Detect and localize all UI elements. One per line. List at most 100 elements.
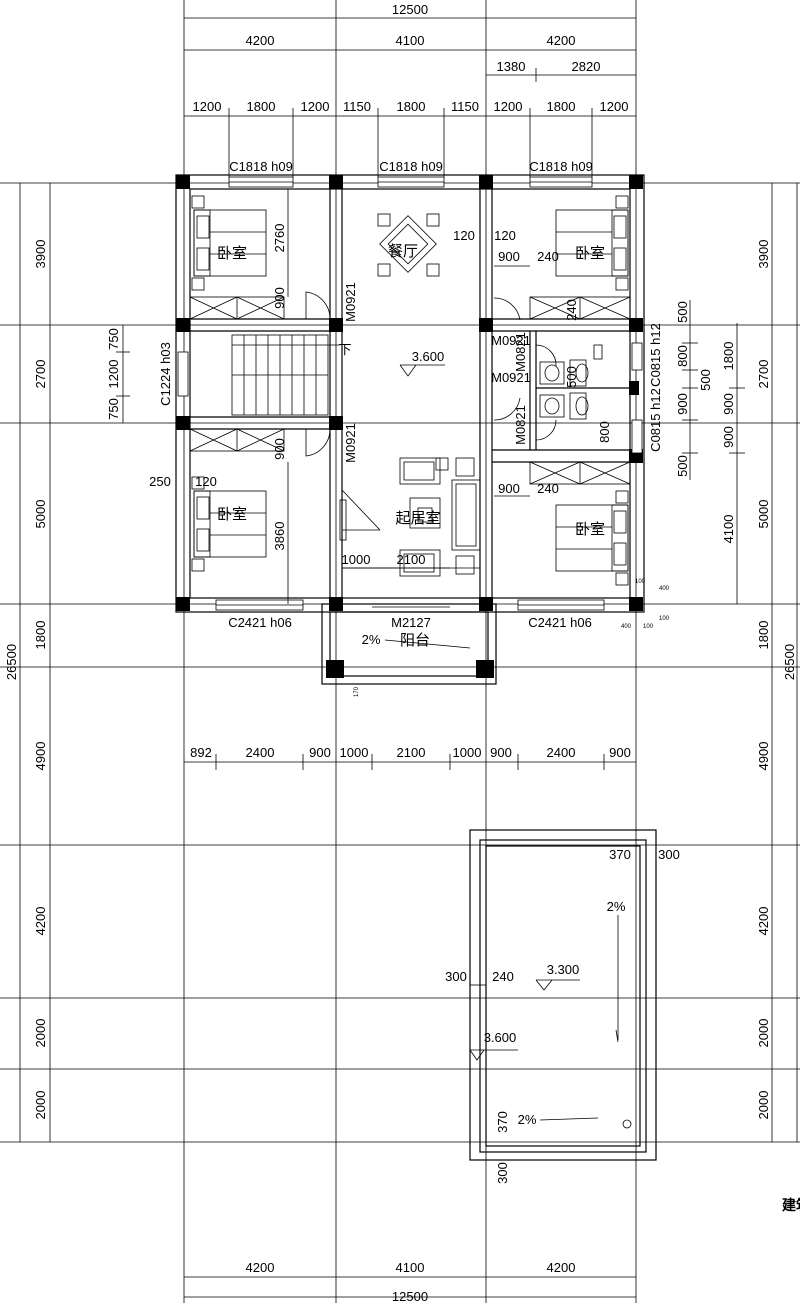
window-label: C0815 h12: [648, 388, 663, 452]
interior-dim-lines: [287, 189, 530, 604]
right-row-dim: 3900: [756, 240, 771, 269]
bottom-row-dim: 900: [609, 745, 631, 760]
room-label-living: 起居室: [395, 509, 440, 527]
slope-arrow: [384, 639, 471, 649]
right-inner-dim: 500: [698, 369, 713, 391]
sofa-icon: [339, 457, 481, 577]
interior-dim: 1000: [342, 552, 371, 567]
window-label: C2421 h06: [528, 615, 592, 630]
slope-label: 2%: [362, 632, 381, 647]
interior-dim: 900: [498, 249, 520, 264]
left-row-dim: 4900: [33, 742, 48, 771]
door-label: M2127: [391, 615, 431, 630]
bottom-row-dim: 2400: [246, 745, 275, 760]
dining-table-icon: [377, 213, 440, 277]
right-row-dim: 2000: [756, 1091, 771, 1120]
bed-icon: [191, 476, 267, 572]
top-dimensions: [184, 17, 636, 178]
door-swings: [305, 291, 557, 608]
level-label: 3.600: [484, 1030, 517, 1045]
bottom-row-dim: 900: [309, 745, 331, 760]
right-inner-dim: 800: [675, 345, 690, 367]
window-label: C2421 h06: [228, 615, 292, 630]
right-row-dim: 1800: [756, 621, 771, 650]
right-overall-dim: 26500: [782, 644, 797, 680]
right-row-dim: 2700: [756, 360, 771, 389]
bottom-bay-dim: 4100: [396, 1260, 425, 1275]
left-overall-dim: 26500: [4, 644, 19, 680]
door-label: M0921: [343, 282, 358, 322]
window-label: C1818 h09: [379, 159, 443, 174]
room-label-bedroom: 卧室: [217, 505, 247, 523]
stair-window-label: C1224 h03: [158, 342, 173, 406]
top-sub-dim: 1380: [497, 59, 526, 74]
top-window-dim: 1800: [547, 99, 576, 114]
roof-dim: 300: [445, 969, 467, 984]
room-label-bedroom: 卧室: [217, 244, 247, 262]
bottom-bay-dim: 4200: [246, 1260, 275, 1275]
left-row-dim: 2000: [33, 1019, 48, 1048]
left-dimensions: [19, 183, 130, 1142]
roof-dim: 300: [658, 847, 680, 862]
bottom-row-dim: 2100: [397, 745, 426, 760]
top-bay-dim: 4200: [547, 33, 576, 48]
right-inner-dim: 500: [675, 301, 690, 323]
window-label: C1818 h09: [229, 159, 293, 174]
top-sub-dim: 2820: [572, 59, 601, 74]
interior-dim: 120: [494, 228, 516, 243]
level-label: 3.300: [547, 962, 580, 977]
roof-terrace: [469, 829, 657, 1161]
level-label: 3.600: [412, 349, 445, 364]
right-row-dim: 4200: [756, 907, 771, 936]
top-overall-dim: 12500: [392, 2, 428, 17]
roof-dim: 300: [495, 1162, 510, 1184]
bed-icon: [555, 490, 629, 586]
bottom-row-dim: 900: [490, 745, 512, 760]
door-label: M0921: [491, 370, 531, 385]
bottom-row-dim: 1000: [340, 745, 369, 760]
right-row-dim: 5000: [756, 500, 771, 529]
interior-dim: 800: [597, 421, 612, 443]
door-label: M0821: [513, 405, 528, 445]
windows: [177, 176, 643, 611]
right-inner-dim: 4100: [721, 515, 736, 544]
door-label: M0821: [513, 332, 528, 372]
door-label: M0921: [343, 423, 358, 463]
room-label-bedroom: 卧室: [575, 244, 605, 262]
interior-dim: 240: [537, 249, 559, 264]
interior-dim: 2760: [272, 224, 287, 253]
top-bay-dim: 4100: [396, 33, 425, 48]
left-row-dim: 3900: [33, 240, 48, 269]
top-window-dim: 1800: [247, 99, 276, 114]
bottom-dimensions: [184, 754, 636, 1298]
small-dim: 400: [659, 586, 670, 592]
small-dim: 100: [659, 616, 670, 622]
bottom-row-dim: 1000: [453, 745, 482, 760]
right-row-dim: 4900: [756, 742, 771, 771]
top-window-dim: 1150: [451, 99, 479, 114]
top-window-dim: 1200: [494, 99, 523, 114]
interior-dim: 240: [564, 299, 579, 321]
room-label-balcony: 阳台: [400, 631, 430, 649]
small-dim: 170: [354, 686, 360, 697]
stair-dim: 750: [106, 328, 121, 350]
drawing-title-fragment: 建筑: [782, 1197, 800, 1213]
top-window-dim: 1800: [397, 99, 426, 114]
window-label: C0815 h12: [648, 323, 663, 387]
stairs: [231, 334, 340, 416]
roof-dim: 370: [609, 847, 631, 862]
wardrobes: [189, 296, 631, 485]
right-inner-dim: 900: [721, 426, 736, 448]
interior-dim: 250: [149, 474, 171, 489]
right-row-dim: 2000: [756, 1019, 771, 1048]
right-inner-dim: 500: [675, 455, 690, 477]
small-dim: 100: [635, 579, 646, 585]
interior-dim: 120: [195, 474, 217, 489]
left-row-dim: 4200: [33, 907, 48, 936]
stair-direction-label: 下: [338, 342, 351, 357]
roof-dim: 240: [492, 969, 514, 984]
left-row-dim: 1800: [33, 621, 48, 650]
roof-dim: 370: [495, 1111, 510, 1133]
